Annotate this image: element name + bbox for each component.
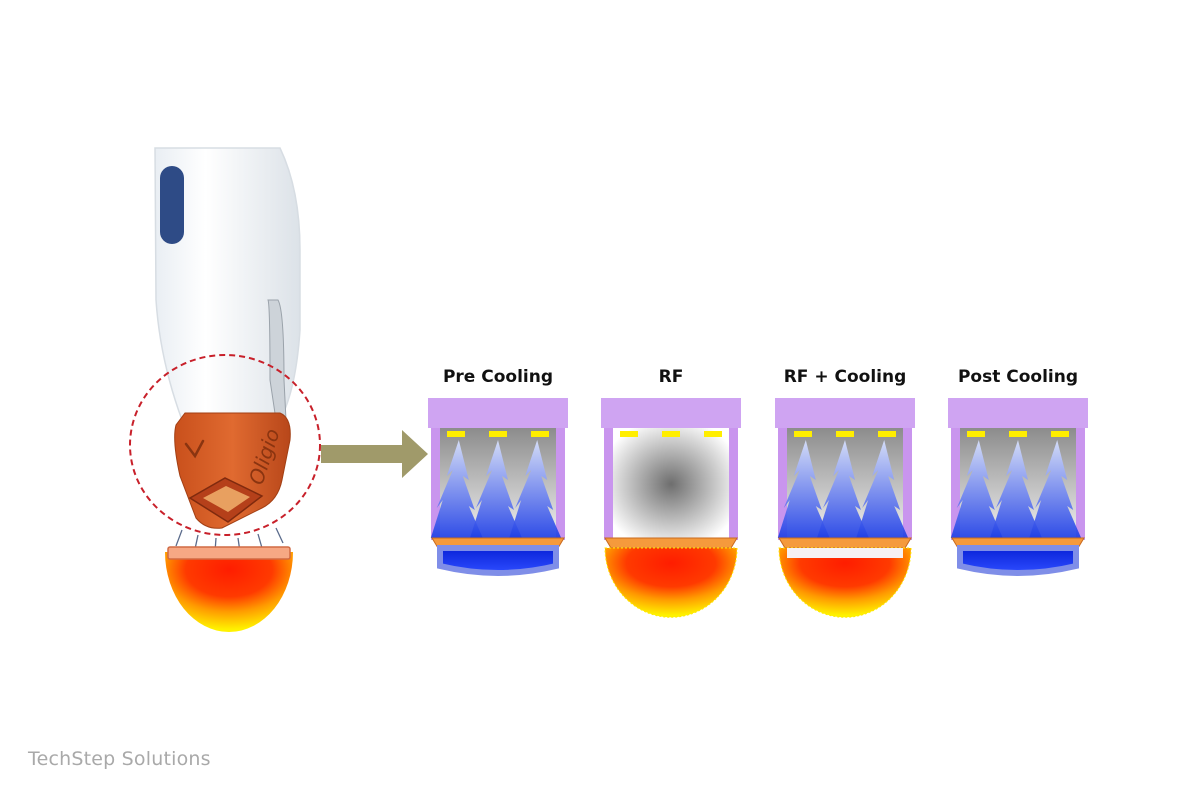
electrode <box>662 431 680 437</box>
cooling-flames <box>777 440 909 538</box>
top-bar <box>948 398 1088 428</box>
top-bar <box>775 398 915 428</box>
cooling-flame <box>817 440 869 538</box>
side-wall-right <box>729 426 738 540</box>
device-contact-plate <box>167 546 291 560</box>
heat-zone <box>778 547 912 618</box>
cooling-flame <box>856 440 909 538</box>
side-wall-right <box>903 426 912 540</box>
cooling-flames <box>950 440 1082 538</box>
contact-plate <box>604 537 738 549</box>
side-wall-right <box>1076 426 1085 540</box>
arrow-icon <box>321 430 428 478</box>
electrode <box>1009 431 1027 437</box>
tip-window <box>203 486 250 512</box>
handpiece-button <box>160 166 184 244</box>
stage-label: RF <box>659 367 684 387</box>
electrode <box>704 431 722 437</box>
stage-label: Pre Cooling <box>443 367 553 387</box>
top-bar <box>601 398 741 428</box>
electrode <box>447 431 465 437</box>
zoom-circle <box>129 354 321 536</box>
side-wall-left <box>431 426 440 540</box>
cable-clip <box>267 299 287 421</box>
cooling-flame <box>1029 440 1082 538</box>
chevron-down-icon <box>184 439 205 459</box>
cooled-surface <box>787 548 903 558</box>
stage-1: Pre Cooling <box>428 367 568 576</box>
device-heat-zone <box>165 552 293 632</box>
cooling-flame <box>509 440 562 538</box>
electrode <box>836 431 854 437</box>
chamber <box>611 428 731 540</box>
electrode <box>967 431 985 437</box>
watermark: TechStep Solutions <box>28 748 211 770</box>
stage-2: RF <box>601 367 741 618</box>
handpiece: Oligio <box>154 147 301 632</box>
cooling-flame <box>777 440 830 538</box>
contact-plate <box>778 537 912 549</box>
cooling-flames <box>430 440 562 538</box>
cooling-flame <box>990 440 1042 538</box>
stage-label: RF + Cooling <box>784 367 907 387</box>
heat-zone <box>604 547 738 618</box>
side-wall-right <box>556 426 565 540</box>
stage-panels: Pre Cooling RF RF + Cooling Post Cooling <box>428 367 1088 618</box>
electrode <box>620 431 638 437</box>
cooling-flame <box>430 440 483 538</box>
side-wall-left <box>951 426 960 540</box>
electrode <box>794 431 812 437</box>
cooling-flame <box>950 440 1003 538</box>
top-bar <box>428 398 568 428</box>
cooling-flame <box>470 440 522 538</box>
cooling-zone <box>957 545 1079 576</box>
cooling-zone <box>437 545 559 576</box>
side-wall-left <box>778 426 787 540</box>
electrode <box>531 431 549 437</box>
electrode <box>489 431 507 437</box>
electrode <box>878 431 896 437</box>
side-wall-left <box>604 426 613 540</box>
handpiece-body <box>154 147 301 421</box>
stage-label: Post Cooling <box>958 367 1078 387</box>
electrode <box>1051 431 1069 437</box>
stage-4: Post Cooling <box>948 367 1088 576</box>
stage-3: RF + Cooling <box>775 367 915 618</box>
